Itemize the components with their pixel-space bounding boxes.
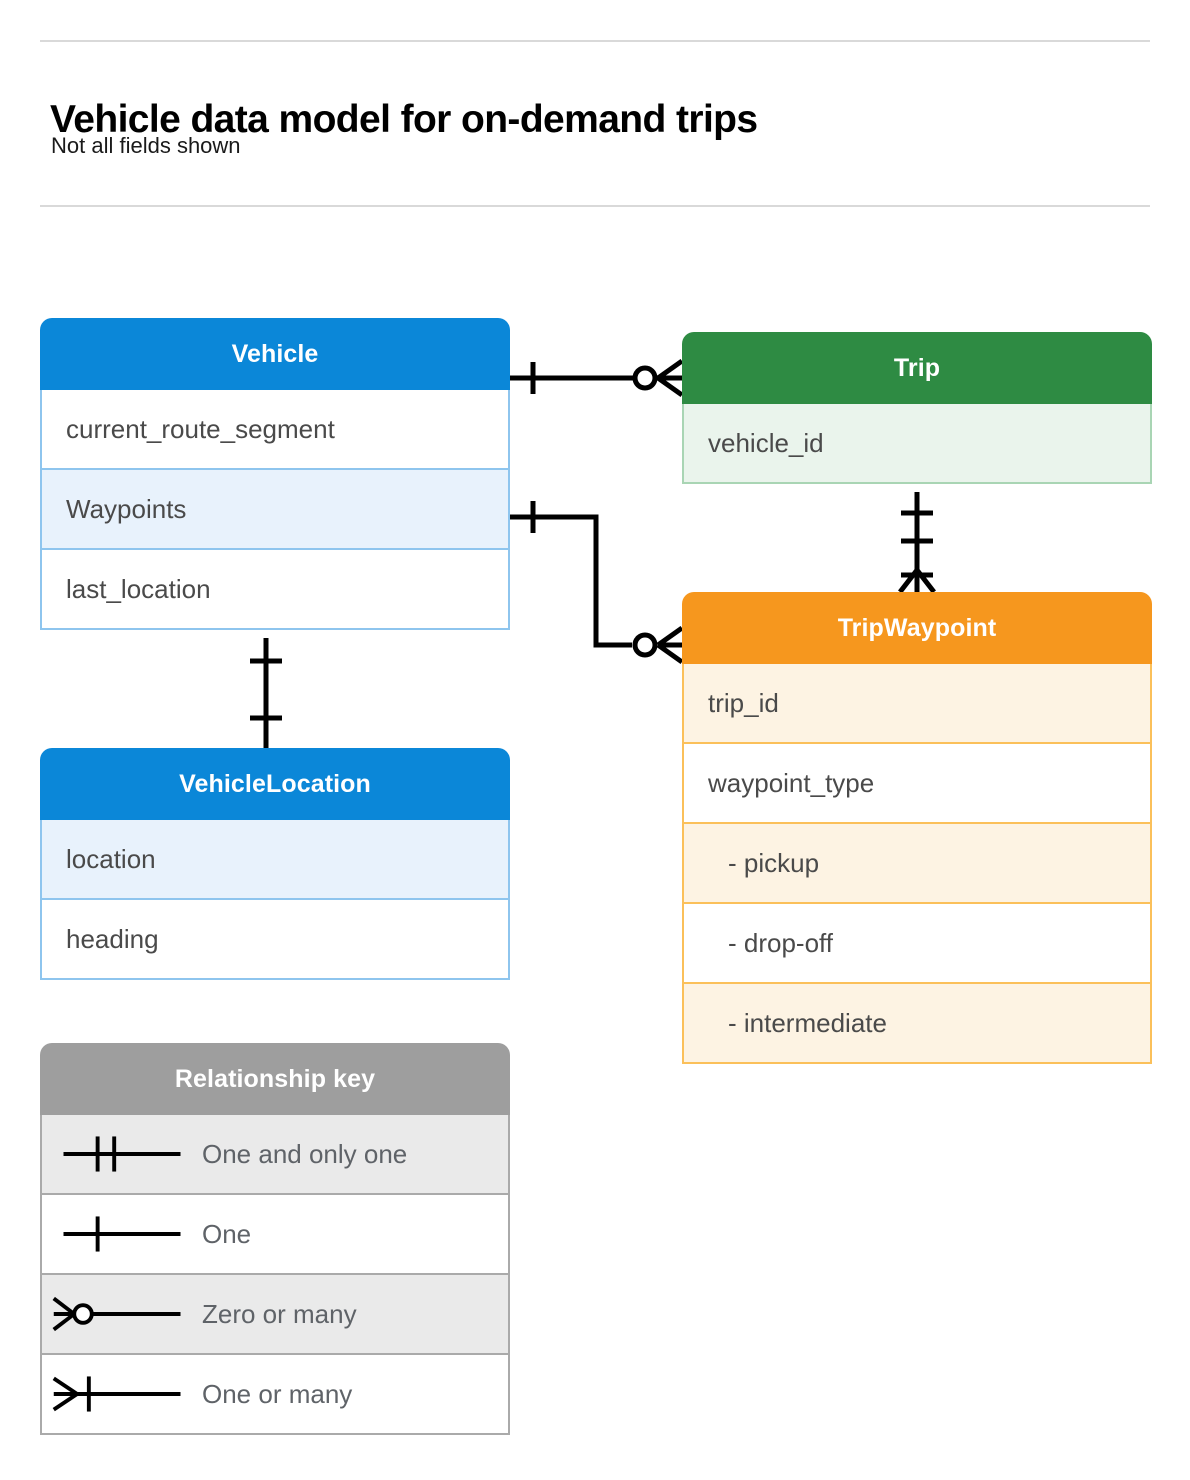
- entity-tripwaypoint[interactable]: TripWaypoint trip_id waypoint_type - pic…: [682, 592, 1152, 1064]
- crow-ttw-right: [915, 568, 936, 594]
- legend-title: Relationship key: [40, 1043, 510, 1115]
- entity-vehicle-field-waypoints: Waypoints: [40, 470, 510, 550]
- entity-vehiclelocation[interactable]: VehicleLocation location heading: [40, 748, 510, 980]
- header-divider-bottom: [40, 205, 1150, 207]
- legend-item-zero-or-many: Zero or many: [40, 1275, 510, 1355]
- entity-tripwaypoint-field-waypoint-type: waypoint_type: [682, 744, 1152, 824]
- legend-item-one-and-only-one: One and only one: [40, 1115, 510, 1195]
- entity-tripwaypoint-field-trip-id: trip_id: [682, 664, 1152, 744]
- entity-vehicle-field-current-route-segment: current_route_segment: [40, 390, 510, 470]
- page-title: Vehicle data model for on-demand trips: [50, 98, 758, 142]
- crow-ttw-left: [898, 568, 919, 594]
- crow-trip-upper: [656, 358, 684, 381]
- entity-tripwaypoint-title: TripWaypoint: [682, 592, 1152, 664]
- header-divider-top: [40, 40, 1150, 42]
- page-subtitle: Not all fields shown: [51, 133, 241, 158]
- entity-tripwaypoint-enum-drop-off: - drop-off: [682, 904, 1152, 984]
- zero-circle-tripwaypoint: [632, 632, 658, 658]
- legend-item-one: One: [40, 1195, 510, 1275]
- entity-trip-title: Trip: [682, 332, 1152, 404]
- entity-vehiclelocation-title: VehicleLocation: [40, 748, 510, 820]
- entity-vehicle-title: Vehicle: [40, 318, 510, 390]
- entity-tripwaypoint-enum-pickup: - pickup: [682, 824, 1152, 904]
- crow-tw-upper: [656, 625, 684, 648]
- zero-or-many-icon: [52, 1296, 181, 1332]
- one-or-many-icon: [52, 1376, 181, 1412]
- legend-label-one-or-many: One or many: [202, 1378, 353, 1409]
- entity-trip[interactable]: Trip vehicle_id: [682, 332, 1152, 484]
- entity-tripwaypoint-enum-intermediate: - intermediate: [682, 984, 1152, 1064]
- connector-waypoints-tripwaypoint: [510, 514, 632, 648]
- legend-label-zero-or-many: Zero or many: [202, 1298, 357, 1329]
- legend-label-one: One: [202, 1218, 252, 1249]
- legend-label-one-and-only-one: One and only one: [202, 1138, 408, 1169]
- legend-item-one-or-many: One or many: [40, 1355, 510, 1435]
- entity-vehicle-field-last-location: last_location: [40, 550, 510, 630]
- entity-trip-field-vehicle-id: vehicle_id: [682, 404, 1152, 484]
- entity-vehiclelocation-field-location: location: [40, 820, 510, 900]
- one-and-only-one-icon: [63, 1136, 181, 1172]
- crow-tw-lower: [656, 642, 684, 665]
- one-icon: [63, 1216, 181, 1252]
- entity-vehicle[interactable]: Vehicle current_route_segment Waypoints …: [40, 318, 510, 630]
- zero-circle-trip: [632, 365, 658, 391]
- relationship-key-legend[interactable]: Relationship key One and only one One: [40, 1043, 510, 1435]
- crow-trip-lower: [656, 375, 684, 398]
- entity-vehiclelocation-field-heading: heading: [40, 900, 510, 980]
